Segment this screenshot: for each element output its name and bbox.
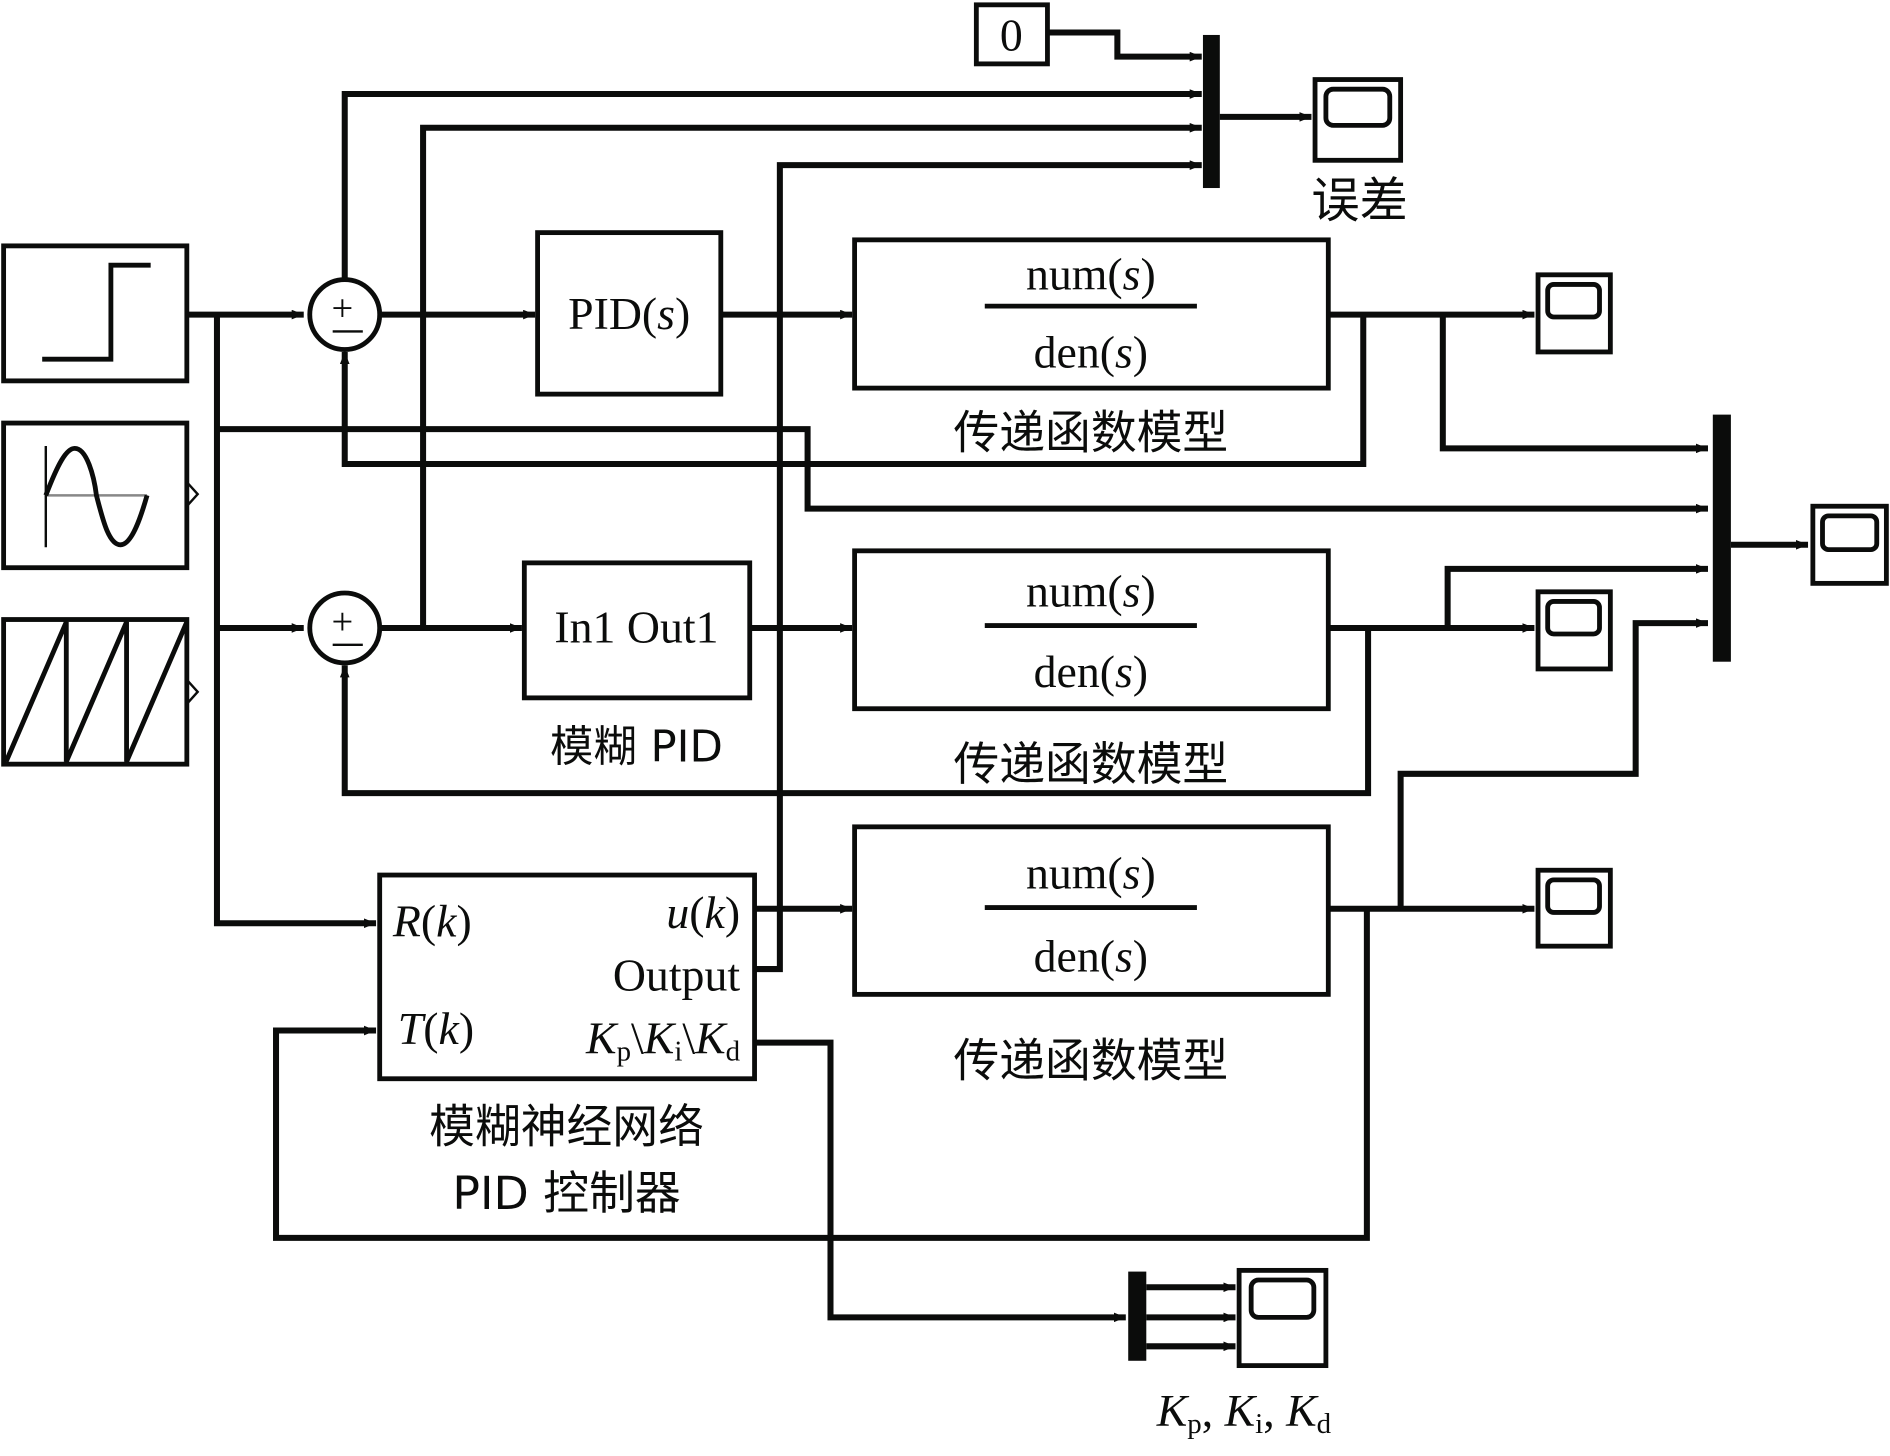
pid-block[interactable]: PID(s): [535, 230, 724, 397]
step-source-block[interactable]: [1, 243, 190, 384]
sum-plus-sign: +: [331, 601, 353, 643]
tf1-caption: 传递函数模型: [953, 405, 1228, 459]
constant-value: 0: [1000, 10, 1023, 61]
output-mux-bar[interactable]: [1712, 414, 1731, 662]
scope-screen-icon: [1248, 1277, 1317, 1320]
tf-numerator: num(s): [1026, 248, 1156, 299]
pid-label: PID(s): [568, 288, 690, 339]
scope-screen-icon: [1545, 877, 1602, 915]
wire-fnn-output-to-mux: [754, 160, 1202, 973]
fnn-caption-line1: 模糊神经网络: [429, 1100, 704, 1154]
output-port-icon: [185, 481, 200, 508]
wire-reference-to-mux: [216, 426, 1708, 514]
tf3-caption: 传递函数模型: [953, 1033, 1228, 1087]
transfer-function-3[interactable]: num(s) den(s): [852, 824, 1331, 997]
gains-scope-caption: Kp, Ki, Kd: [1156, 1385, 1332, 1440]
scope-tf2[interactable]: [1535, 589, 1613, 672]
input-t-label: T(k): [398, 1003, 474, 1054]
sum-block-2[interactable]: +: [307, 590, 383, 666]
output-u-label: u(k): [666, 887, 740, 938]
wire-const-to-mux: [1047, 29, 1202, 62]
wire-tf3-feedback: [273, 908, 1370, 1241]
wire-tf2-to-mux: [1444, 564, 1708, 628]
wire-tf2-feedback: [339, 627, 1372, 797]
wire-reference-branch: [213, 314, 377, 929]
fnn-caption-line2: PID 控制器: [452, 1166, 680, 1220]
sine-source-block[interactable]: [1, 420, 200, 571]
fuzzy-pid-block[interactable]: In1 Out1: [521, 560, 753, 701]
sum-block-1[interactable]: +: [307, 277, 383, 352]
wire-tf1-to-mux: [1439, 314, 1708, 454]
error-scope-caption: 误差: [1311, 173, 1407, 229]
sawtooth-icon: [3, 620, 190, 763]
error-mux-bar[interactable]: [1202, 34, 1220, 189]
output-port-icon: [185, 678, 200, 705]
wire-tf1-feedback: [339, 314, 1367, 468]
output-label: Output: [613, 950, 740, 1001]
sine-wave-icon: [43, 445, 150, 548]
transfer-function-2[interactable]: num(s) den(s): [852, 548, 1331, 712]
fuzzy-pid-caption: 模糊 PID: [550, 723, 723, 773]
tf2-caption: 传递函数模型: [953, 737, 1228, 791]
tf-denominator: den(s): [1034, 930, 1148, 981]
step-icon: [42, 262, 151, 362]
tf-numerator: num(s): [1026, 565, 1156, 616]
input-r-label: R(k): [392, 896, 472, 947]
wire-tf3-to-mux: [1397, 618, 1708, 909]
output-gains-label: Kp\Ki\Kd: [585, 1012, 741, 1067]
constant-block[interactable]: 0: [973, 2, 1050, 67]
wire-error1-to-mux: [341, 89, 1202, 280]
scope-screen-icon: [1323, 86, 1393, 128]
scope-tf1[interactable]: [1535, 272, 1613, 355]
scope-screen-icon: [1545, 282, 1602, 320]
error-scope[interactable]: [1312, 77, 1404, 163]
tf-denominator: den(s): [1034, 327, 1148, 378]
scope-gains[interactable]: [1236, 1267, 1329, 1369]
gains-demux-bar[interactable]: [1128, 1271, 1147, 1361]
wire-gains-to-demux: [754, 1039, 1126, 1323]
tf-numerator: num(s): [1026, 847, 1156, 898]
scope-screen-icon: [1545, 599, 1602, 637]
scope-screen-icon: [1820, 513, 1880, 553]
scope-tf3[interactable]: [1535, 867, 1613, 949]
sum-plus-sign: +: [331, 288, 353, 330]
tf-denominator: den(s): [1034, 646, 1148, 697]
fuzzy-pid-ports: In1 Out1: [554, 601, 718, 652]
fuzzy-neural-pid-block[interactable]: R(k) T(k) u(k) Output Kp\Ki\Kd: [377, 872, 757, 1082]
sawtooth-source-block[interactable]: [1, 617, 200, 767]
scope-combined[interactable]: [1810, 503, 1889, 586]
transfer-function-1[interactable]: num(s) den(s): [852, 237, 1331, 391]
